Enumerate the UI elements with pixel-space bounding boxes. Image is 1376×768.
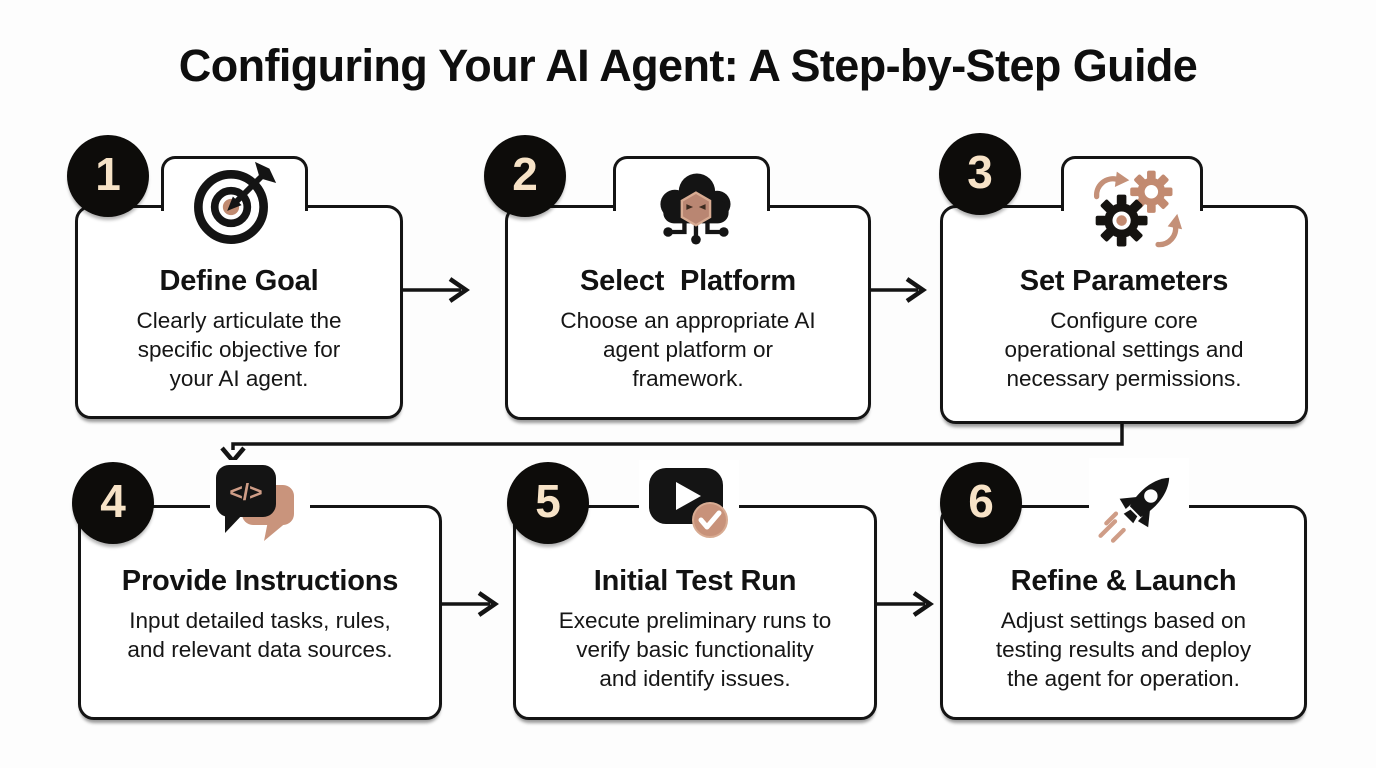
step-card-6: 6 Refine & Launch Adjust settings based — [940, 458, 1307, 720]
step-card-2: 2 — [484, 135, 871, 420]
step-number-badge: 4 — [72, 462, 154, 544]
arrow-step5-to-step6 — [875, 591, 934, 617]
step-title: Refine & Launch — [1010, 565, 1237, 597]
arrow-step4-to-step5 — [440, 591, 499, 617]
step-description: Adjust settings based on testing results… — [995, 608, 1252, 692]
step-card-1: 1 Define Goal Clearly articulate the spe… — [67, 135, 403, 419]
step-number-badge: 2 — [484, 135, 566, 217]
arrow-step1-to-step2 — [401, 277, 470, 303]
step-card-4: 4 </> Provide Instructions Input detaile… — [72, 460, 442, 720]
step-number-badge: 5 — [507, 462, 589, 544]
video-play-check-icon — [639, 460, 739, 552]
step-description: Execute preliminary runs to verify basic… — [558, 608, 832, 692]
step-description: Clearly articulate the specific objectiv… — [136, 308, 342, 392]
step-number-badge: 6 — [940, 462, 1022, 544]
page-title: Configuring Your AI Agent: A Step-by-Ste… — [178, 40, 1198, 91]
step-number: 3 — [967, 146, 993, 198]
step-title: Select Platform — [580, 265, 796, 297]
step-description: Configure core operational settings and … — [1004, 308, 1244, 392]
target-arrow-icon — [183, 159, 279, 255]
gears-sync-icon — [1088, 162, 1184, 258]
step-number-badge: 1 — [67, 135, 149, 217]
card-tab — [1061, 156, 1203, 211]
step-title: Initial Test Run — [593, 565, 797, 597]
step-number: 2 — [512, 148, 538, 200]
step-number: 5 — [535, 475, 561, 527]
step-title: Set Parameters — [1019, 265, 1229, 297]
step-description: Choose an appropriate AI agent platform … — [560, 308, 816, 392]
step-number: 4 — [100, 475, 126, 527]
step-card-5: 5 Initial Test Run Execute preliminary r… — [507, 460, 877, 720]
arrow-step3-to-step4-elbow — [220, 420, 1124, 465]
step-card-3: 3 — [939, 133, 1308, 424]
step-number: 6 — [968, 475, 994, 527]
step-title: Define Goal — [159, 265, 319, 297]
step-description: Input detailed tasks, rules, and relevan… — [127, 608, 393, 663]
cloud-ai-network-icon — [647, 160, 743, 256]
rocket-launch-icon — [1089, 458, 1189, 554]
step-number: 1 — [95, 148, 121, 200]
arrow-step2-to-step3 — [869, 277, 927, 303]
step-title: Provide Instructions — [121, 565, 399, 597]
code-glyph: </> — [229, 479, 262, 505]
code-chat-bubbles-icon: </> — [210, 460, 310, 552]
step-number-badge: 3 — [939, 133, 1021, 215]
